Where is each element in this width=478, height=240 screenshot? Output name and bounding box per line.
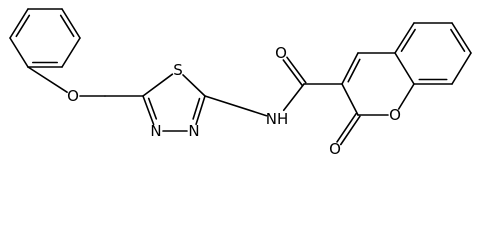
bond-ph4-ph5 — [61, 37, 81, 68]
bond-ph3-ph4 — [61, 8, 81, 39]
bond-c2b-c3 — [341, 83, 359, 116]
bond-ph6-ph1 — [9, 37, 29, 68]
molecule-canvas: O S N N NH O O O — [9, 8, 472, 158]
bonds-layer — [9, 8, 472, 146]
bond-c8a-c4a — [394, 52, 415, 85]
bond-c7b-c8b — [451, 52, 472, 85]
bond-c6b-c7b-inner — [450, 28, 466, 53]
bond-c4a-c5b-inner — [400, 28, 416, 53]
atom-label-o_lactone: O — [329, 140, 341, 158]
molecule-structure-diagram: O S N N NH O O O — [9, 8, 472, 158]
bond-c2b-o_lactone — [336, 112, 357, 143]
bond-c3-c4-inner — [347, 58, 361, 83]
atom-label-n4: N — [150, 122, 161, 140]
bond-c6b-c7b — [451, 22, 472, 54]
bond-c5-s1 — [142, 73, 174, 97]
bond-n4-c5 — [142, 95, 155, 126]
bond-n4-c5-inner — [147, 97, 158, 120]
atom-label-n3: N — [188, 122, 199, 140]
bond-c_amide-o_amide — [286, 56, 307, 84]
atom-label-o_amide: O — [275, 44, 287, 62]
atom-label-o1: O — [389, 106, 401, 124]
bond-ph1-ph2-inner — [15, 14, 31, 38]
bond-c3-c4 — [341, 52, 359, 85]
bond-ph1-ph2 — [9, 8, 29, 39]
atom-label-nh: NH — [266, 110, 289, 128]
bond-c2b-o_lactone-second — [339, 115, 361, 146]
bond-ph3-ph4-inner — [59, 14, 75, 38]
bond-c_amide-o_amide-second — [282, 59, 304, 87]
bond-s1-c2 — [182, 74, 206, 97]
bond-c8a-o1 — [397, 83, 415, 110]
bond-c2-n3-inner — [192, 97, 201, 120]
bond-c2-n3 — [195, 95, 206, 126]
bond-ph6-o_ether — [27, 66, 68, 93]
atom-label-o_ether: O — [67, 87, 79, 105]
bond-nh-c_amide — [282, 83, 305, 112]
bond-c4a-c5b — [394, 22, 415, 54]
atom-label-s1: S — [173, 61, 183, 79]
atom-labels-layer: O S N N NH O O O — [67, 44, 401, 158]
bond-c2-nh — [204, 95, 268, 117]
